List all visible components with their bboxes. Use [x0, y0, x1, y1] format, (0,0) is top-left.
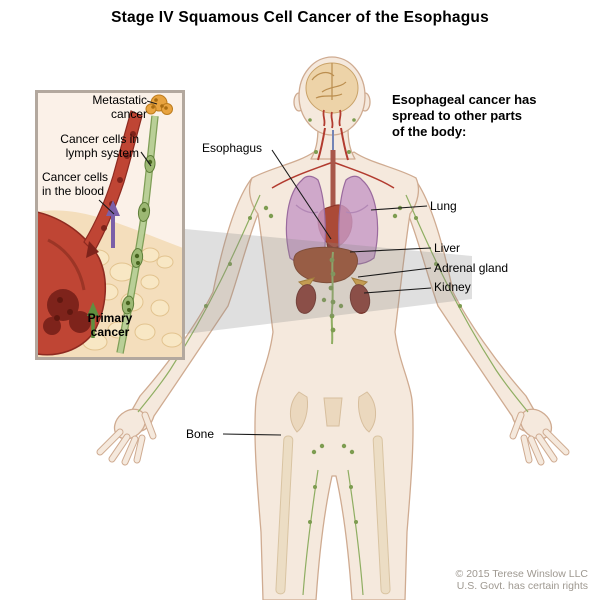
label-bone: Bone — [186, 427, 215, 441]
page-title: Stage IV Squamous Cell Cancer of the Eso… — [111, 9, 489, 26]
lungs — [285, 175, 379, 265]
organs — [271, 62, 395, 595]
lymph-system — [137, 118, 529, 596]
copyright-credit: © 2015 Terese Winslow LLC U.S. Govt. has… — [456, 568, 588, 592]
blood-vessel — [83, 110, 143, 258]
lymph-vessel — [116, 115, 159, 354]
left-hand — [96, 408, 157, 466]
spread-heading: Esophageal cancer has spread to other pa… — [392, 92, 537, 139]
magnifier-wedge — [185, 229, 472, 334]
spread-arrow-purple — [106, 200, 120, 248]
right-arm — [407, 177, 543, 433]
blood-flow-arrow — [86, 241, 99, 258]
inset-frame — [35, 90, 185, 360]
label-cancer-cells-lymph: Cancer cells in lymph system — [60, 132, 139, 160]
credit-line-1: © 2015 Terese Winslow LLC — [455, 568, 588, 580]
kidneys — [295, 284, 371, 314]
label-metastatic-cancer: Metastatic cancer — [92, 93, 147, 121]
brain — [305, 62, 359, 129]
credit-line-2: U.S. Govt. has certain rights — [456, 580, 588, 592]
label-adrenal-gland: Adrenal gland — [434, 261, 509, 275]
label-esophagus: Esophagus — [202, 141, 263, 155]
label-primary-cancer: Primary cancer — [87, 311, 133, 339]
liver-organ — [293, 246, 358, 284]
left-arm — [123, 177, 259, 433]
leg-bones — [275, 435, 391, 595]
leader-lines — [98, 100, 432, 436]
pelvis-bones — [290, 391, 376, 433]
label-cancer-cells-blood: Cancer cells in the blood — [42, 170, 109, 198]
spread-arrow-green — [87, 302, 99, 338]
label-lung: Lung — [430, 199, 457, 213]
right-hand — [509, 408, 570, 466]
metastatic-cancer-cluster — [145, 94, 173, 115]
inset-panel — [35, 90, 185, 360]
label-liver: Liver — [434, 241, 461, 255]
label-kidney: Kidney — [434, 280, 471, 294]
